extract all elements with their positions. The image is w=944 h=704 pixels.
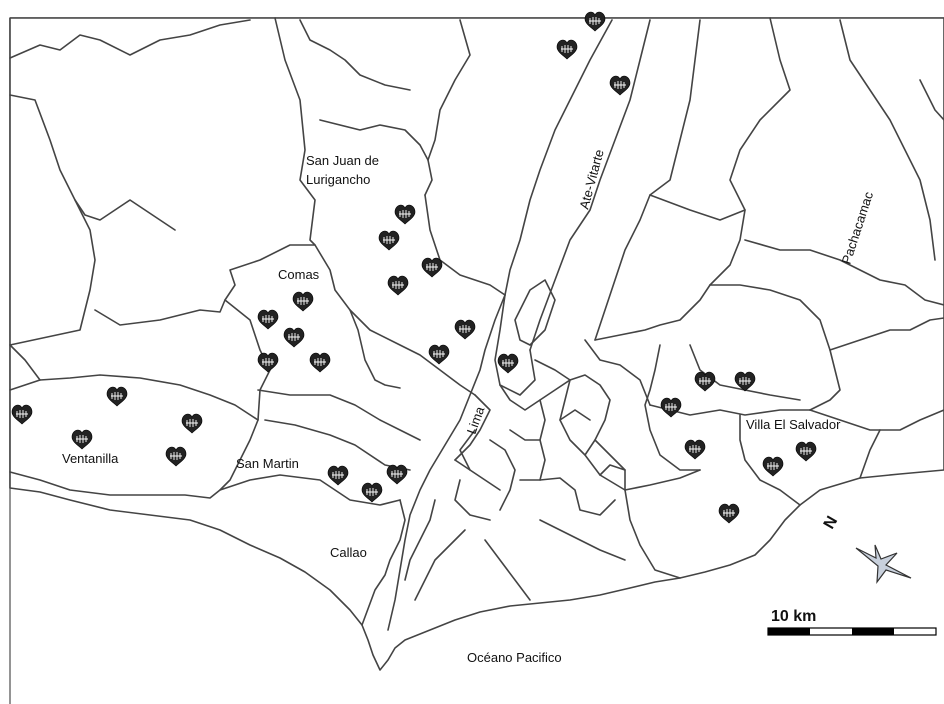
label-callao: Callao — [330, 545, 367, 560]
scale-label: 10 km — [771, 608, 816, 625]
north-arrow-icon: N — [821, 513, 912, 584]
scale-bar: 10 km — [767, 608, 937, 636]
land-area — [9, 17, 944, 671]
label-comas: Comas — [278, 267, 320, 282]
label-villa-el-salvador: Villa El Salvador — [746, 417, 841, 432]
label-san-juan-de-lurigancho-2: Lurigancho — [306, 172, 370, 187]
district-borders — [9, 17, 944, 631]
label-san-juan-de-lurigancho-1: San Juan de — [306, 153, 379, 168]
label-san-martin: San Martin — [236, 456, 299, 471]
label-ventanilla: Ventanilla — [62, 451, 119, 466]
north-letter: N — [821, 513, 842, 532]
label-oceano-pacifico: Océano Pacifico — [467, 650, 562, 665]
